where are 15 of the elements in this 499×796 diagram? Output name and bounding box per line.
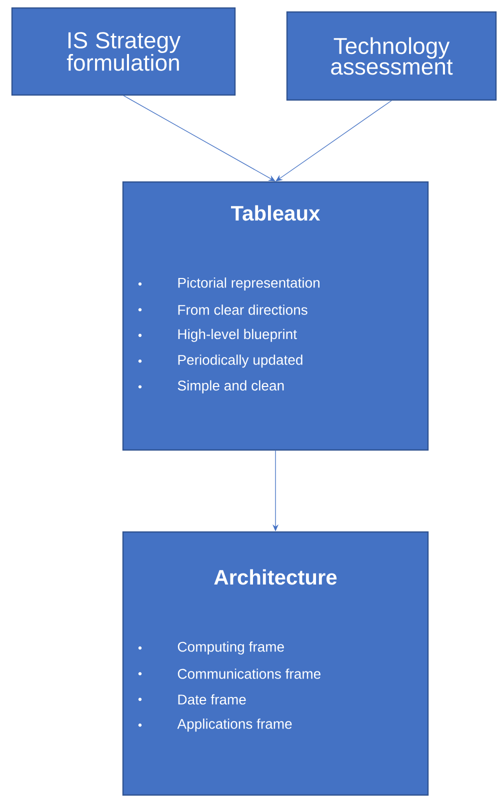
bullet-item: High-level blueprint (178, 328, 297, 342)
bullet-item: From clear directions (178, 304, 308, 315)
bullet-item: Computing frame (178, 641, 284, 655)
bullet-item: Pictorial representation (178, 277, 320, 291)
bullet-item: Date frame (178, 694, 246, 705)
process-box: Technology assessment (286, 11, 497, 101)
process-box: IS Strategy formulation (11, 7, 236, 96)
box-heading: Tableaux (231, 205, 320, 221)
bullet-item: Simple and clean (178, 380, 284, 394)
box-heading: Architecture (214, 569, 337, 585)
bullet-item: Communications frame (178, 668, 320, 679)
bullet-item: Periodically updated (178, 354, 302, 368)
arrow (276, 100, 392, 182)
bullet-item: Applications frame (177, 718, 292, 732)
arrow (123, 95, 276, 182)
